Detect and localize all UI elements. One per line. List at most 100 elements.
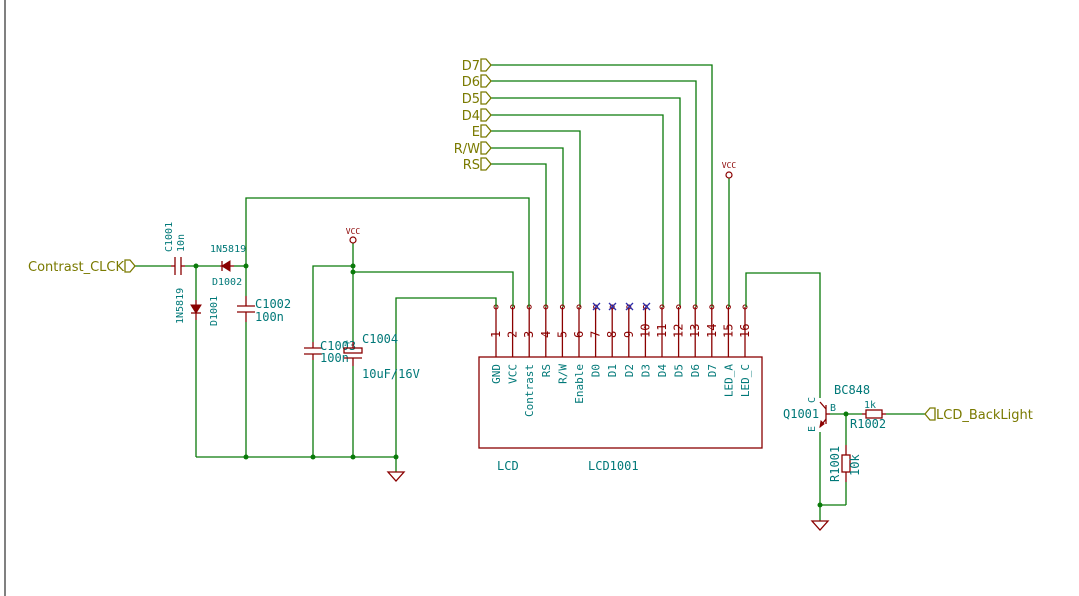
svg-text:E: E	[472, 125, 480, 140]
lcd-body	[478, 356, 763, 449]
svg-text:D7: D7	[462, 59, 480, 74]
lcd-pin-number: 4	[539, 331, 553, 338]
lcd-pin-number: 2	[506, 331, 520, 338]
label-d4[interactable]: D4	[462, 108, 492, 124]
svg-text:LCD_BackLight: LCD_BackLight	[936, 408, 1033, 423]
lcd-pins: 1GND2VCC3Contrast4RS5R/W6Enable7D08D19D2…	[489, 304, 752, 417]
label-contrast-clk[interactable]: Contrast_CLCK	[28, 259, 136, 275]
d1001-value: 1N5819	[175, 288, 186, 324]
lcd-pin-number: 16	[738, 324, 752, 338]
resistor-r1002[interactable]: 1k R1002	[850, 400, 886, 431]
lcd-pin-name: RS	[540, 364, 553, 377]
lcd-pin-number: 14	[705, 324, 719, 338]
lcd-pin-name: D5	[673, 364, 686, 377]
lcd-pin-name: LED_A	[722, 364, 735, 397]
lcd-pin-number: 15	[721, 324, 735, 338]
lcd-pin-name: D0	[590, 364, 603, 377]
label-d6[interactable]: D6	[462, 74, 492, 90]
capacitor-c1001[interactable]: C1001 10n	[164, 222, 187, 275]
vcc-symbol-right: VCC	[722, 161, 737, 179]
lcd-pin-name: D2	[623, 364, 636, 377]
lcd-pin-name: R/W	[556, 364, 569, 384]
lcd-pin-terminal[interactable]	[676, 304, 682, 310]
lcd-pin-name: GND	[490, 364, 503, 384]
resistor-r1001[interactable]: R1001 10k	[828, 445, 862, 482]
lcd-pin-terminal[interactable]	[609, 304, 615, 310]
q1001-pin-e: E	[807, 426, 818, 432]
label-e[interactable]: E	[472, 124, 492, 140]
lcd-pin-name: D3	[639, 364, 652, 377]
lcd-pin-terminal[interactable]	[576, 304, 582, 310]
lcd-pin-number: 6	[572, 331, 586, 338]
c1004-ref: C1004	[362, 332, 398, 346]
lcd-pin-terminal[interactable]	[543, 304, 549, 310]
label-d5[interactable]: D5	[462, 91, 492, 107]
diode-d1001[interactable]: 1N5819 D1001	[175, 288, 220, 326]
capacitor-c1003[interactable]: C1003 100n	[304, 339, 356, 365]
data-labels: D7 D6 D5 D4 E R/W RS	[454, 58, 492, 173]
c1001-value: 10n	[176, 234, 187, 252]
lcd-pin-name: D6	[689, 364, 702, 377]
capacitor-c1002[interactable]: C1002 100n	[237, 296, 291, 324]
lcd-pin-name: D7	[706, 364, 719, 377]
r1002-ref: R1002	[850, 417, 886, 431]
q1001-pin-c: C	[807, 397, 818, 403]
r1002-value: 1k	[864, 400, 876, 411]
lcd-pin-number: 5	[555, 331, 569, 338]
q1001-ref: Q1001	[783, 407, 819, 421]
junctions-left	[193, 263, 399, 460]
junctions-right	[817, 411, 849, 508]
capacitor-c1004[interactable]: + C1004 10uF/16V	[343, 332, 420, 381]
lcd-pin-number: 8	[605, 331, 619, 338]
lcd-pin-terminal[interactable]	[709, 304, 715, 310]
label-rw[interactable]: R/W	[454, 141, 492, 157]
c1001-ref: C1001	[164, 222, 175, 252]
q1001-value: BC848	[834, 383, 870, 397]
label-lcd-backlight[interactable]: LCD_BackLight	[924, 407, 1033, 423]
lcd-pin-number: 10	[638, 324, 652, 338]
ground-symbol-right	[810, 520, 830, 531]
svg-text:D6: D6	[462, 75, 480, 90]
lcd-reference: LCD1001	[588, 459, 639, 473]
d1002-ref: D1002	[212, 277, 242, 288]
lcd-pin-number: 7	[589, 331, 603, 338]
diode-d1002[interactable]: 1N5819 D1002	[210, 244, 246, 288]
vcc-symbol-left: VCC	[346, 227, 360, 244]
lcd-pin-name: LED_C	[739, 364, 752, 397]
lcd-pin-number: 13	[688, 324, 702, 338]
svg-text:R/W: R/W	[454, 142, 480, 157]
svg-text:+: +	[344, 338, 350, 349]
label-d7[interactable]: D7	[462, 58, 492, 74]
r1001-ref: R1001	[828, 446, 842, 482]
lcd-pin-name: VCC	[507, 364, 520, 384]
lcd-pin-terminal[interactable]	[659, 304, 665, 310]
q1001-pin-b: B	[830, 403, 836, 414]
lcd-pin-terminal[interactable]	[742, 304, 748, 310]
svg-text:VCC: VCC	[722, 161, 737, 170]
lcd-pin-name: D4	[656, 364, 669, 378]
svg-text:RS: RS	[463, 158, 480, 173]
d1002-value: 1N5819	[210, 244, 246, 255]
ground-symbol-left	[386, 471, 406, 482]
svg-text:D4: D4	[462, 109, 480, 124]
lcd-module[interactable]: LCD LCD1001 1GND2VCC3Contrast4RS5R/W6Ena…	[478, 304, 763, 473]
lcd-pin-number: 12	[672, 324, 686, 338]
lcd-pin-number: 1	[489, 331, 503, 338]
contrast-wires	[134, 197, 530, 472]
label-rs[interactable]: RS	[463, 157, 492, 173]
transistor-q1001[interactable]: BC848 Q1001 B C E	[783, 383, 870, 432]
data-bus-wires	[490, 64, 713, 307]
lcd-pin-terminal[interactable]	[559, 304, 565, 310]
no-connect-marks	[592, 302, 651, 311]
r1001-value: 10k	[848, 454, 862, 476]
c1003-value: 100n	[320, 351, 349, 365]
lcd-value: LCD	[497, 459, 519, 473]
lcd-pin-name: Contrast	[523, 364, 536, 417]
lcd-pin-name: Enable	[573, 364, 586, 404]
c1004-value: 10uF/16V	[362, 367, 420, 381]
lcd-pin-name: D1	[606, 364, 619, 377]
svg-text:D5: D5	[462, 92, 480, 107]
c1003-ref: C1003	[320, 339, 356, 353]
lcd-pin-terminal[interactable]	[692, 304, 698, 310]
